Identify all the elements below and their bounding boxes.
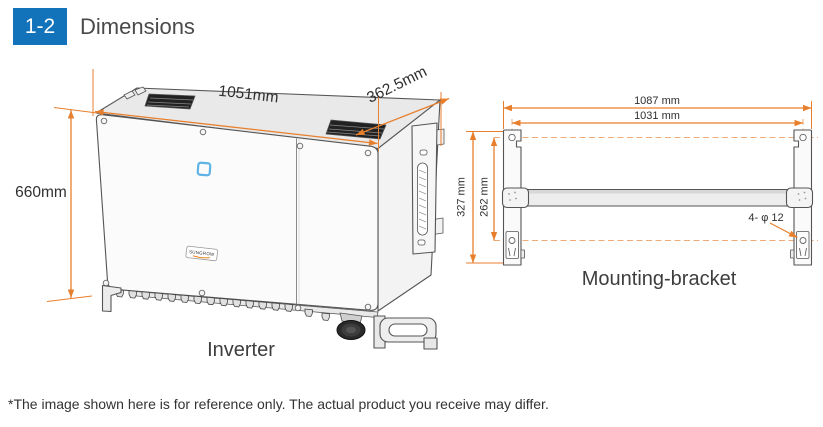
inverter-drawing: SUNGROW — [15, 63, 450, 361]
bracket-caption: Mounting-bracket — [582, 268, 737, 290]
connector — [206, 296, 215, 306]
anchor-hole — [799, 237, 807, 244]
connector — [258, 301, 267, 310]
anchor-hole — [508, 237, 516, 244]
bracket-hole-note: 4- φ 12 — [748, 212, 798, 239]
sungrow-logo: SUNGROW — [185, 245, 218, 262]
width-label: 1051mm — [218, 83, 280, 107]
connector — [128, 290, 137, 299]
inverter-connectors — [115, 289, 366, 340]
dimension-height: 660mm — [15, 107, 98, 302]
connector — [154, 292, 163, 301]
connector — [321, 312, 330, 321]
bracket-drawing: 1087 mm 1031 mm 327 mm 262 mm — [456, 95, 818, 290]
connector — [141, 291, 150, 300]
inverter-caption: Inverter — [207, 339, 275, 361]
connector — [193, 295, 202, 305]
connector — [271, 302, 280, 311]
connector — [245, 300, 254, 309]
connector — [180, 294, 189, 303]
sungrow-logo-text: SUNGROW — [189, 249, 215, 257]
bracket-hole-width-label: 1031 mm — [634, 110, 680, 122]
dimension-bracket-hole-height: 262 mm — [479, 137, 498, 241]
connector — [167, 293, 176, 302]
inverter-body — [95, 86, 441, 318]
bracket-outer-width-label: 1087 mm — [634, 95, 680, 107]
vent-grille-left — [144, 93, 196, 110]
height-label: 660mm — [15, 184, 67, 201]
hole-note-label: 4- φ 12 — [748, 212, 783, 224]
connector — [232, 298, 241, 308]
section-number-badge: 1-2 — [13, 8, 67, 45]
top-tabs — [123, 86, 147, 100]
reference-footnote: *The image shown here is for reference o… — [8, 396, 549, 412]
connector — [304, 308, 313, 317]
dimension-bracket-hole-width: 1031 mm — [512, 110, 803, 127]
hook-hole — [508, 133, 516, 142]
bracket-crossbar — [501, 187, 814, 209]
dimension-bracket-outer-width: 1087 mm — [503, 95, 812, 129]
page-title: Dimensions — [80, 14, 195, 39]
ac-connector — [336, 312, 366, 340]
connector — [284, 303, 293, 312]
connector — [219, 297, 228, 307]
hook-hole — [799, 133, 807, 142]
bracket-outer-height-label: 327 mm — [456, 177, 468, 217]
dimension-bracket-outer-height: 327 mm — [456, 131, 503, 264]
dimension-width: 1051mm — [92, 69, 379, 151]
bracket-hole-height-label: 262 mm — [479, 177, 491, 217]
inverter-mounting-rail — [411, 122, 445, 255]
inverter-feet — [101, 284, 438, 350]
led-indicator — [196, 161, 212, 177]
